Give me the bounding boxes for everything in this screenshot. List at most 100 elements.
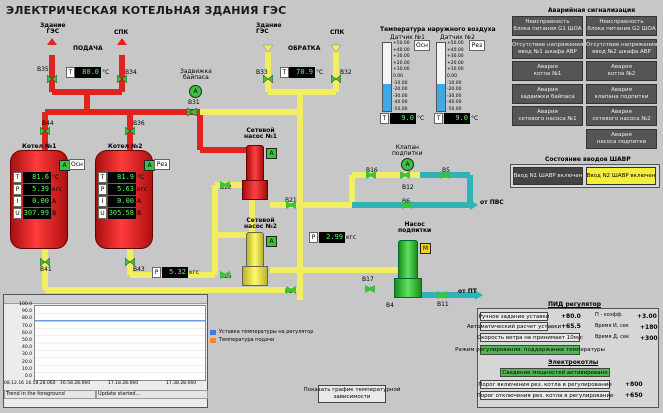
reserve-off-threshold-value[interactable]: +650 — [625, 392, 643, 399]
b2-i-unit: А — [137, 198, 142, 205]
valve-b35-icon[interactable] — [47, 75, 57, 83]
i-time-value[interactable]: +180 — [640, 324, 658, 331]
tag-b21: В21 — [285, 197, 297, 204]
boiler1-mode[interactable]: Осн — [69, 159, 85, 170]
valve-b16-icon[interactable] — [366, 171, 376, 179]
return-temperature: 70.9 — [289, 67, 315, 78]
manual-setpoint-value[interactable]: +80.0 — [561, 313, 581, 320]
thermo-scale-tick: +50.00 — [447, 41, 464, 46]
valve-b12-icon[interactable] — [400, 171, 410, 179]
tag-b11: В11 — [437, 301, 449, 308]
valve-b21-icon[interactable] — [286, 201, 296, 209]
label-building-ges-right: Здание ГЭС — [256, 22, 282, 35]
valve-b11-icon[interactable] — [437, 291, 447, 299]
label-feed-valve: Клапан подпитки — [392, 144, 423, 157]
valve-b17-icon[interactable] — [365, 285, 375, 293]
pump-pressure: 2.99 — [319, 232, 345, 243]
valve-b25-icon[interactable] — [220, 271, 230, 279]
thermo-scale-tick: 0.00 — [393, 74, 404, 79]
sensor2-mode[interactable]: Рез — [469, 40, 485, 51]
trend-y-tick: 60.0 — [21, 330, 32, 336]
thermo-scale-tick: +40.00 — [447, 47, 464, 53]
auto-setpoint-value: +65.5 — [561, 323, 581, 330]
valve-b33-icon[interactable] — [263, 75, 273, 83]
sensor1-mode[interactable]: Осн — [414, 40, 430, 51]
trend-status2-box: Update started... — [96, 390, 208, 399]
wind-speed-button[interactable]: Скорость ветра не принимает 10м/с — [477, 333, 583, 342]
power-sharing-button[interactable]: Сведение мощностей активировано — [500, 368, 610, 377]
alarm-item[interactable]: Отсутствие напряжения ввод №1 шкафа АВР — [512, 38, 583, 59]
alarm-item[interactable]: Авария задвижки байпаса — [512, 83, 583, 104]
feed-valve-actuator-icon[interactable]: A — [401, 158, 414, 171]
net-pump1-motor[interactable] — [246, 145, 264, 185]
reserve-on-threshold-value[interactable]: +800 — [625, 381, 643, 388]
thermo-scale-tick: -30.00 — [447, 93, 462, 99]
pump-p-letter: P — [309, 232, 318, 243]
alarm-item[interactable]: Отсутствие напряжения ввод №2 шкафа АВР — [586, 38, 657, 59]
avr-input1[interactable]: Ввод N1 ШАВР включен — [513, 167, 583, 185]
valve-b6-icon[interactable] — [402, 201, 412, 209]
alarm-item[interactable]: Неисправность блока питания G1 ШОА — [512, 16, 583, 36]
boiler1-voltage: 307.99 — [23, 208, 51, 219]
valve-b43-icon[interactable] — [125, 258, 135, 266]
label-supply: ПОДАЧА — [73, 45, 103, 52]
tag-b35: В35 — [37, 66, 49, 73]
show-chart-button[interactable]: Показать график температурной зависимост… — [304, 385, 400, 403]
avr-input2[interactable]: Ввод N2 ШАВР включен — [586, 167, 656, 185]
manual-setpoint-button[interactable]: Ручное задание уставки — [478, 312, 550, 321]
thermo-scale-tick: +40.00 — [393, 47, 410, 53]
bypass-actuator-icon[interactable]: A — [189, 85, 202, 98]
sensor2-t-letter: T — [434, 113, 443, 124]
tag-b16: В16 — [366, 167, 378, 174]
regulation-mode-button[interactable]: Режим регулирования: поддержание темпера… — [455, 345, 605, 355]
i-time-label: Время И, сек — [595, 323, 629, 329]
sensor2-temperature: 9.0 — [444, 113, 470, 124]
alarm-item[interactable]: Авария клапана подпитки — [586, 83, 657, 104]
valve-b31-icon[interactable] — [187, 108, 197, 116]
b1-t-letter: T — [13, 172, 22, 183]
alarm-item[interactable]: Авария насоса подпитки — [586, 128, 657, 149]
valve-b24-icon[interactable] — [286, 286, 296, 294]
thermo-scale-tick: 0.00 — [447, 74, 458, 79]
feed-pump-motor[interactable] — [398, 240, 418, 282]
trend-toolbar[interactable] — [4, 295, 207, 304]
thermo-scale-tick: -50.00 — [447, 107, 462, 112]
trend-y-tick: 80.0 — [21, 316, 32, 322]
p-coef-label: П - коэфф. — [595, 312, 623, 318]
valve-b5-icon[interactable] — [440, 171, 450, 179]
alarm-item[interactable]: Авария котла №2 — [586, 61, 657, 81]
sensor1-label: Датчик №1 — [390, 34, 425, 41]
net-pump1-body[interactable] — [242, 180, 268, 200]
trend-y-tick: 90.0 — [21, 309, 32, 315]
label-spk-left: СПК — [114, 29, 129, 36]
boiler2-pressure: 5.63 — [108, 184, 136, 195]
trend-plot[interactable] — [34, 305, 206, 381]
valve-b32-icon[interactable] — [331, 75, 341, 83]
feed-pump-body[interactable] — [394, 278, 422, 298]
legend-supply-swatch — [210, 338, 216, 343]
alarm-item[interactable]: Авария сетевого насоса №2 — [586, 106, 657, 126]
alarm-item[interactable]: Авария котла №1 — [512, 61, 583, 81]
valve-b44-icon[interactable] — [40, 127, 50, 135]
net-pump2-body[interactable] — [242, 266, 268, 286]
auto-setpoint-button[interactable]: Автоматический расчет уставки — [466, 322, 562, 331]
valve-b22-icon[interactable] — [220, 181, 230, 189]
d-time-value[interactable]: +300 — [640, 335, 658, 342]
alarm-item[interactable]: Неисправность блока питания G2 ШОА — [586, 16, 657, 36]
thermo-scale-tick: -10.00 — [447, 80, 462, 86]
trend-status1: Trend in the foreground — [6, 391, 65, 397]
sensor1-thermometer — [382, 42, 392, 112]
boiler2-current: 0.00 — [108, 196, 136, 207]
valve-b36-icon[interactable] — [125, 127, 135, 135]
boiler1-temperature: 81.6 — [23, 172, 51, 183]
valve-b34-icon[interactable] — [117, 75, 127, 83]
boiler2-mode[interactable]: Рез — [154, 159, 170, 170]
label-return: ОБРАТКА — [288, 45, 321, 52]
thermo-scale-tick: -40.00 — [447, 100, 462, 106]
alarm-item[interactable]: Авария сетевого насоса №1 — [512, 106, 583, 126]
b2-t-letter: T — [98, 172, 107, 183]
b1-t-unit: °C — [52, 174, 60, 181]
p-coef-value[interactable]: +3.00 — [637, 313, 657, 320]
valve-b41-icon[interactable] — [40, 258, 50, 266]
thermo-scale-tick: +50.00 — [393, 41, 410, 46]
